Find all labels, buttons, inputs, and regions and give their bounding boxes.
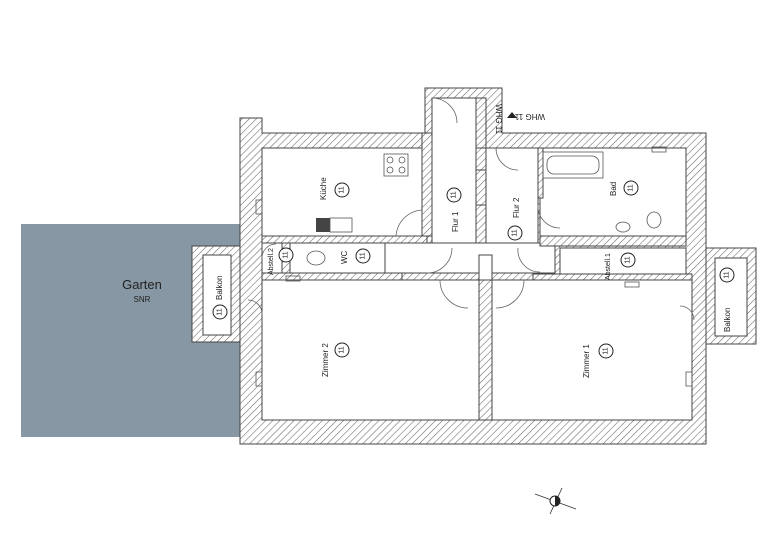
- bathtub-icon: [542, 151, 604, 179]
- room-corridor: [384, 242, 556, 274]
- room-label-wc: WC 11: [340, 248, 371, 264]
- room-label-flur1: Flur 1 11: [446, 187, 462, 232]
- svg-text:11: 11: [628, 184, 635, 191]
- svg-text:Zimmer 2: Zimmer 2: [321, 343, 330, 377]
- entrance-label: WHG 11: [494, 104, 503, 135]
- room-label-balkon-right: Balkon 11: [719, 267, 735, 332]
- room-label-zimmer1: Zimmer 1 11: [582, 343, 614, 378]
- svg-text:Küche: Küche: [319, 177, 328, 200]
- svg-text:Flur 2: Flur 2: [512, 197, 521, 218]
- entrance-arrow-icon: [507, 112, 517, 118]
- room-wc: [289, 242, 386, 274]
- svg-text:11: 11: [603, 347, 610, 354]
- room-label-kueche: Küche 11: [319, 177, 350, 200]
- svg-text:Balkon: Balkon: [215, 276, 224, 300]
- room-label-balkon-left: Balkon 11: [212, 276, 228, 320]
- garden-sublabel: SNR: [134, 295, 151, 304]
- entrance-label-mirror: WHG 11: [514, 112, 545, 121]
- door-swings: [247, 97, 695, 321]
- svg-text:Balkon: Balkon: [723, 308, 732, 332]
- svg-text:11: 11: [512, 229, 519, 236]
- svg-text:Zimmer 1: Zimmer 1: [582, 344, 591, 378]
- washbasin-icon: [615, 221, 631, 233]
- stove-icon: [383, 153, 409, 177]
- room-label-bad: Bad 11: [609, 180, 639, 196]
- svg-text:Abstell.1: Abstell.1: [605, 253, 612, 280]
- room-label-zimmer2: Zimmer 2 11: [321, 342, 350, 377]
- compass-icon: [534, 487, 577, 515]
- garden-label: Garten: [122, 277, 162, 292]
- room-zimmer1: [491, 279, 693, 421]
- room-label-abstell1: Abstell.1 11: [605, 252, 636, 280]
- svg-text:11: 11: [625, 256, 632, 263]
- sink-icon: [316, 217, 353, 233]
- radiator-icon: [255, 146, 693, 387]
- svg-text:Flur 1: Flur 1: [451, 211, 460, 232]
- balcony-left: [191, 245, 241, 343]
- room-zimmer2: [261, 279, 480, 421]
- toilet-icon: [306, 211, 662, 266]
- room-label-flur2: Flur 2 11: [507, 197, 523, 241]
- svg-text:Abstell.2: Abstell.2: [268, 248, 275, 275]
- svg-text:Bad: Bad: [609, 182, 618, 196]
- room-label-abstell2: Abstell.2 11: [268, 247, 294, 275]
- svg-text:11: 11: [724, 271, 731, 278]
- svg-text:11: 11: [283, 251, 290, 258]
- svg-text:11: 11: [451, 191, 458, 198]
- svg-text:11: 11: [339, 186, 346, 193]
- svg-text:WC: WC: [340, 250, 349, 264]
- svg-text:11: 11: [360, 252, 367, 259]
- svg-text:11: 11: [339, 346, 346, 353]
- svg-text:11: 11: [217, 308, 224, 315]
